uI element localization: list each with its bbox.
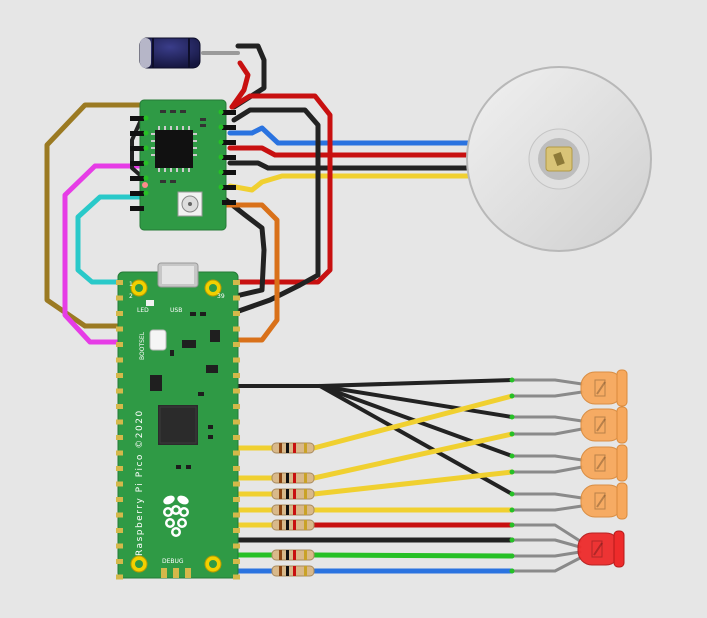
pico-pin[interactable] (116, 559, 123, 564)
pico-pin[interactable] (233, 404, 240, 409)
resistor[interactable] (271, 549, 315, 561)
wire-motor-black (227, 160, 473, 171)
bootsel-button (149, 329, 167, 351)
pico-pin[interactable] (116, 497, 123, 502)
wire-led-ground-2 (318, 384, 514, 419)
pico-pin[interactable] (233, 450, 240, 456)
wire-magenta (62, 163, 153, 345)
flash-chip (150, 375, 162, 391)
debug-label: DEBUG (162, 558, 184, 565)
driver-chip-pins (151, 126, 197, 172)
resistor[interactable] (271, 565, 315, 577)
driver-header-pins-left (130, 116, 144, 211)
pin2-label: 2 (129, 293, 133, 300)
wire-res2-led (311, 431, 515, 481)
pico-pin[interactable] (116, 512, 123, 518)
resistor[interactable] (271, 504, 315, 516)
pico-board[interactable]: 1 2 39 LED USB BOOTSEL Raspberry Pi Pico… (116, 262, 240, 580)
pico-pin[interactable] (233, 419, 240, 425)
wire-red-long (229, 93, 333, 285)
pico-pin[interactable] (116, 435, 123, 440)
leds (577, 369, 628, 568)
resistor[interactable] (271, 519, 315, 531)
pico-pin[interactable] (116, 326, 123, 332)
usb-label: USB (170, 307, 182, 314)
wires (44, 43, 584, 574)
orange-led[interactable] (580, 482, 628, 520)
pin39-label: 39 (217, 293, 225, 300)
debug-pins (161, 568, 191, 578)
pico-pin[interactable] (116, 295, 123, 301)
orange-led[interactable] (580, 406, 628, 444)
pico-pin[interactable] (233, 357, 240, 363)
orange-led[interactable] (580, 444, 628, 482)
pico-pin[interactable] (233, 512, 240, 518)
pico-pin[interactable] (233, 326, 240, 332)
wire-res3-led (311, 469, 515, 497)
wire-cap-red (229, 60, 251, 110)
wire-motor-red (227, 145, 473, 158)
resistor[interactable] (271, 472, 315, 484)
pico-pin[interactable] (233, 373, 240, 378)
pico-pin[interactable] (233, 388, 240, 394)
pico-pin[interactable] (116, 342, 123, 347)
wire-cyan (75, 194, 153, 285)
pico-pin[interactable] (116, 466, 123, 471)
wire-res1-led (311, 393, 515, 451)
pico-pin[interactable] (233, 311, 240, 316)
pico-pin[interactable] (116, 357, 123, 363)
pico-pin[interactable] (116, 574, 123, 580)
resistors (271, 442, 315, 577)
pico-pin[interactable] (116, 543, 123, 549)
capacitor[interactable] (139, 37, 201, 69)
led-label: LED (137, 307, 149, 314)
pico-pin[interactable] (233, 528, 240, 533)
pico-pin[interactable] (116, 528, 123, 533)
pico-pin[interactable] (116, 388, 123, 394)
pico-pin[interactable] (116, 373, 123, 378)
orange-led[interactable] (580, 369, 628, 407)
pico-pin[interactable] (116, 450, 123, 456)
pico-pin[interactable] (233, 280, 240, 285)
rp2040-chip (158, 405, 198, 445)
wire-motor-blue (227, 125, 473, 146)
pico-pin[interactable] (233, 342, 240, 347)
pico-pin[interactable] (116, 280, 123, 285)
pico-pin[interactable] (233, 574, 240, 580)
pico-pin[interactable] (116, 419, 123, 425)
wire-endpoints (509, 377, 515, 574)
driver-header-pins-right (222, 110, 236, 205)
pico-pin[interactable] (233, 435, 240, 440)
pico-pin[interactable] (233, 466, 240, 471)
pico-pin[interactable] (233, 559, 240, 564)
pico-pin[interactable] (233, 295, 240, 301)
wire-black-mid (223, 197, 267, 299)
pico-pin[interactable] (233, 481, 240, 487)
stepper-driver-board[interactable] (130, 99, 236, 231)
red-led[interactable] (577, 530, 625, 568)
wire-led-ground-main (234, 378, 514, 388)
stepper-motor[interactable] (466, 66, 652, 252)
pin1-label: 1 (129, 281, 133, 288)
bootsel-label: BOOTSEL (139, 331, 146, 360)
wire-motor-yellow (227, 173, 473, 193)
resistor[interactable] (271, 442, 315, 454)
wire-orange (223, 202, 280, 343)
wire-res7-led (311, 552, 515, 559)
pico-pins-left (116, 280, 123, 580)
wire-brown (44, 102, 143, 329)
pico-led (146, 300, 154, 306)
led-legs (510, 378, 584, 573)
pico-pin[interactable] (116, 311, 123, 316)
pico-pins-right (233, 280, 240, 580)
pico-pin[interactable] (233, 497, 240, 502)
pico-pin[interactable] (116, 481, 123, 487)
pico-pin[interactable] (116, 404, 123, 409)
board-name-label: Raspberry Pi Pico ©2020 (135, 409, 145, 556)
pico-pin[interactable] (233, 543, 240, 549)
resistor[interactable] (271, 488, 315, 500)
